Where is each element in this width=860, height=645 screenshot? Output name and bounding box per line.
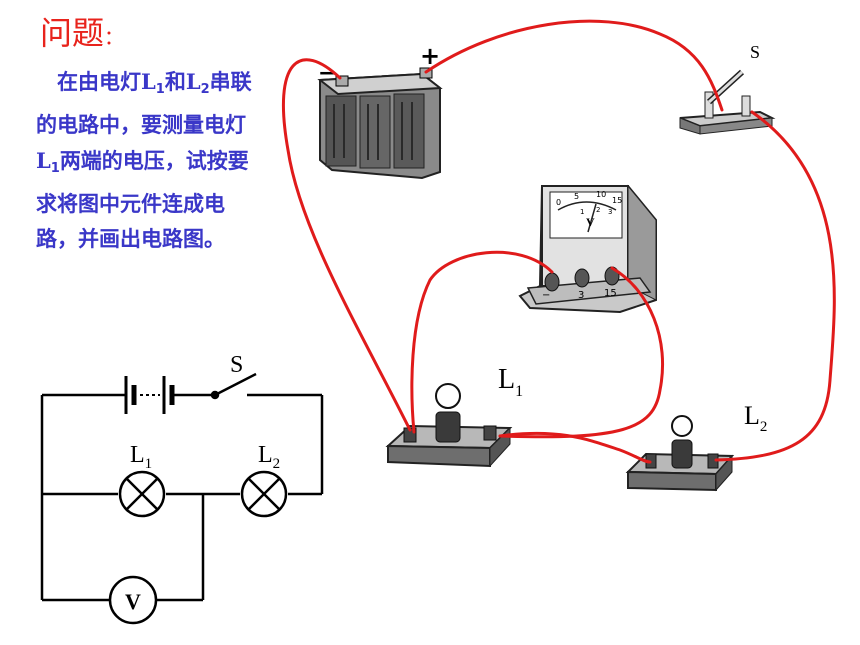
circuit-schematic: [40, 372, 324, 625]
schematic-switch-label: S: [230, 352, 243, 378]
scale-inner-1: 1: [580, 208, 584, 216]
schematic-voltmeter: [108, 575, 158, 625]
title-text: 问题: [40, 14, 105, 52]
l1-subscript: 1: [155, 82, 165, 97]
scale-tick-0: 0: [556, 198, 561, 207]
schematic-battery: [124, 376, 175, 414]
l2-symbol: L: [185, 69, 201, 94]
scale-inner-2: 2: [596, 206, 600, 214]
l1-subscript-second: 1: [50, 161, 60, 176]
text-part-1: 在由电灯: [57, 70, 141, 94]
text-part-4: 两端的电压，试按要求将图中元件连成电路，并画出电路图。: [36, 149, 249, 251]
voltmeter-face-label: V: [586, 215, 595, 229]
terminal-minus: −: [542, 290, 550, 301]
battery-illustration: − +: [317, 42, 443, 180]
lamp-l2-illustration: [625, 415, 735, 492]
problem-statement: 在由电灯L1和L2串联的电路中，要测量电灯L1两端的电压，试按要求将图中元件连成…: [36, 64, 266, 258]
schematic-switch: [210, 372, 257, 400]
schematic-lamp-l1: [118, 470, 166, 518]
text-part-2: 和: [164, 70, 186, 94]
schematic-l2-label: L2: [258, 442, 280, 472]
schematic-l1-label: L1: [130, 442, 152, 472]
wire-voltmeter-minus-to-l1: [410, 250, 554, 434]
terminal-3: 3: [578, 290, 584, 301]
l1-symbol-second: L: [36, 148, 51, 173]
wire-voltmeter-15-to-l1: [498, 266, 665, 439]
scale-tick-10: 10: [596, 190, 606, 199]
scale-tick-5: 5: [574, 192, 579, 201]
page-title: 问题：: [40, 8, 124, 54]
lamp-l1-illustration: [385, 383, 513, 468]
wire-l1-to-l2: [498, 431, 652, 464]
scale-tick-15: 15: [612, 196, 622, 205]
terminal-15: 15: [604, 288, 617, 299]
l1-label: L1: [498, 364, 523, 400]
text-part-3: 串联的电路中，要测量电灯: [36, 70, 252, 137]
battery-plus-sign: +: [420, 42, 440, 70]
schematic-voltmeter-label: V: [125, 589, 141, 614]
switch-illustration: S: [679, 42, 776, 135]
wire-switch-to-l2: [714, 110, 836, 462]
schematic-lamp-l2: [240, 470, 288, 518]
wire-battery-plus-to-switch: [424, 19, 724, 112]
title-colon: ：: [104, 25, 125, 49]
l2-subscript: 2: [200, 82, 210, 97]
l2-label: L2: [744, 401, 767, 435]
scale-inner-3: 3: [608, 208, 612, 216]
wire-battery-minus-to-l1: [281, 58, 412, 432]
voltmeter-illustration: 0 5 10 15 1 2 3 V − 3 15: [518, 184, 657, 314]
battery-minus-sign: −: [318, 61, 336, 86]
l1-symbol: L: [141, 69, 156, 94]
switch-label: S: [750, 42, 760, 62]
connecting-wires: [281, 19, 836, 464]
